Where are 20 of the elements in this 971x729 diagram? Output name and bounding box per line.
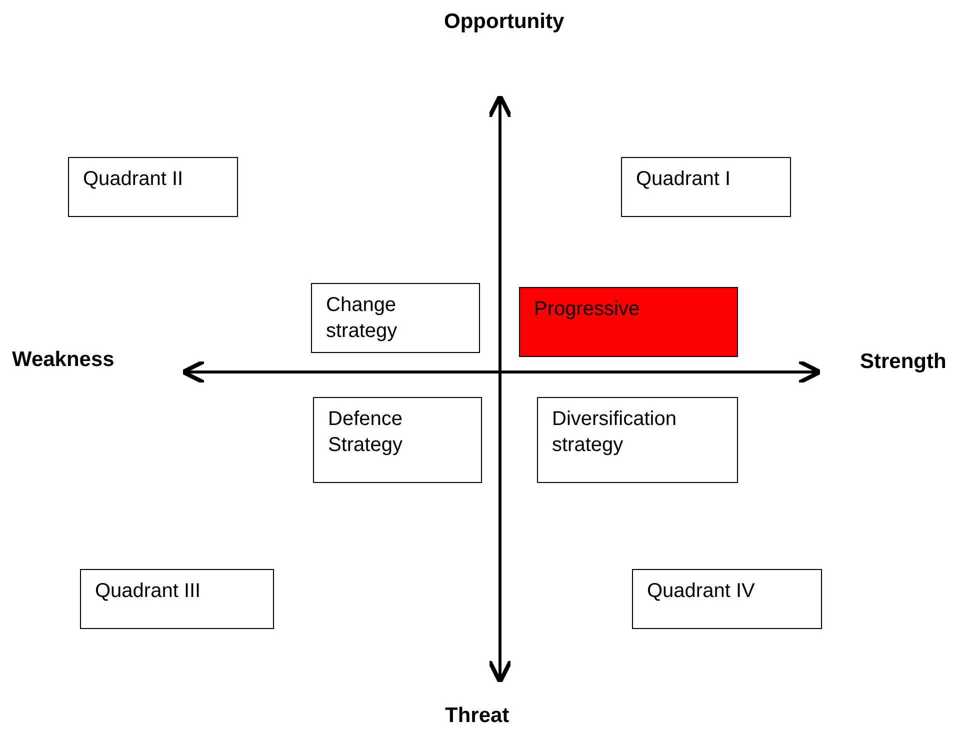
strategy-box xyxy=(632,569,822,629)
box-label: Quadrant I xyxy=(636,167,732,192)
axis-label: Threat xyxy=(445,704,510,728)
axis-label: Opportunity xyxy=(444,10,564,34)
strategy-box xyxy=(68,157,238,217)
axis-label: Strength xyxy=(860,350,946,374)
strategy-box xyxy=(311,283,480,353)
axis-label: Weakness xyxy=(12,348,114,372)
strategy-box xyxy=(519,287,738,357)
box-label: Change strategy xyxy=(326,293,398,344)
strategy-box xyxy=(621,157,791,217)
strategy-box xyxy=(80,569,274,629)
box-label: Diversification strategy xyxy=(552,407,678,458)
strategy-box xyxy=(537,397,738,483)
box-label: Progressive xyxy=(534,297,641,322)
box-label: Quadrant II xyxy=(83,167,184,192)
box-label: Quadrant III xyxy=(95,579,202,604)
box-label: Quadrant IV xyxy=(647,579,756,604)
box-label: Defence Strategy xyxy=(328,407,404,458)
strategy-box xyxy=(313,397,482,483)
